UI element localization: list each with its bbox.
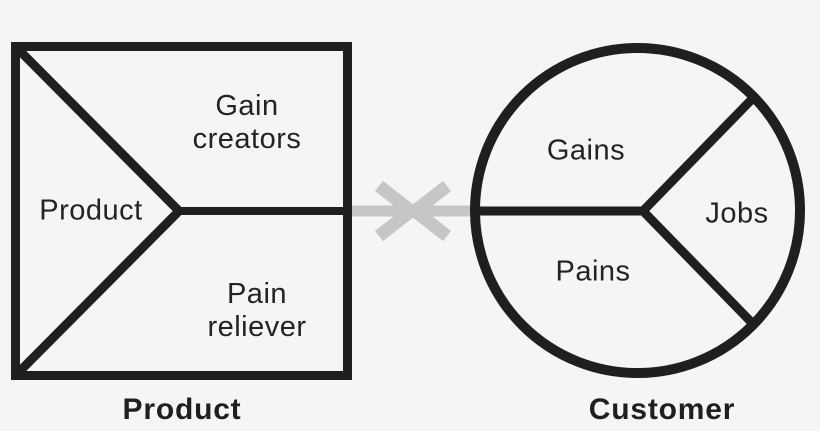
square-diagonal-bottom: [11, 207, 183, 380]
circle-divider-upper: [638, 91, 760, 216]
caption-customer: Customer: [588, 393, 736, 426]
caption-product: Product: [122, 393, 242, 426]
fit-arrows: [352, 180, 473, 242]
label-jobs: Jobs: [705, 197, 769, 230]
square-diagonal-top: [11, 42, 183, 215]
label-pain-reliever: Pain reliever: [207, 278, 307, 343]
label-gain-creators: Gain creators: [192, 90, 302, 155]
label-product: Product: [39, 194, 143, 227]
label-gains: Gains: [546, 134, 626, 167]
fit-arrow-left-icon: [404, 180, 452, 242]
product-map-square: [11, 42, 352, 380]
label-pains: Pains: [555, 255, 631, 288]
customer-profile-circle: [470, 43, 805, 378]
circle-divider-lower: [638, 206, 760, 331]
